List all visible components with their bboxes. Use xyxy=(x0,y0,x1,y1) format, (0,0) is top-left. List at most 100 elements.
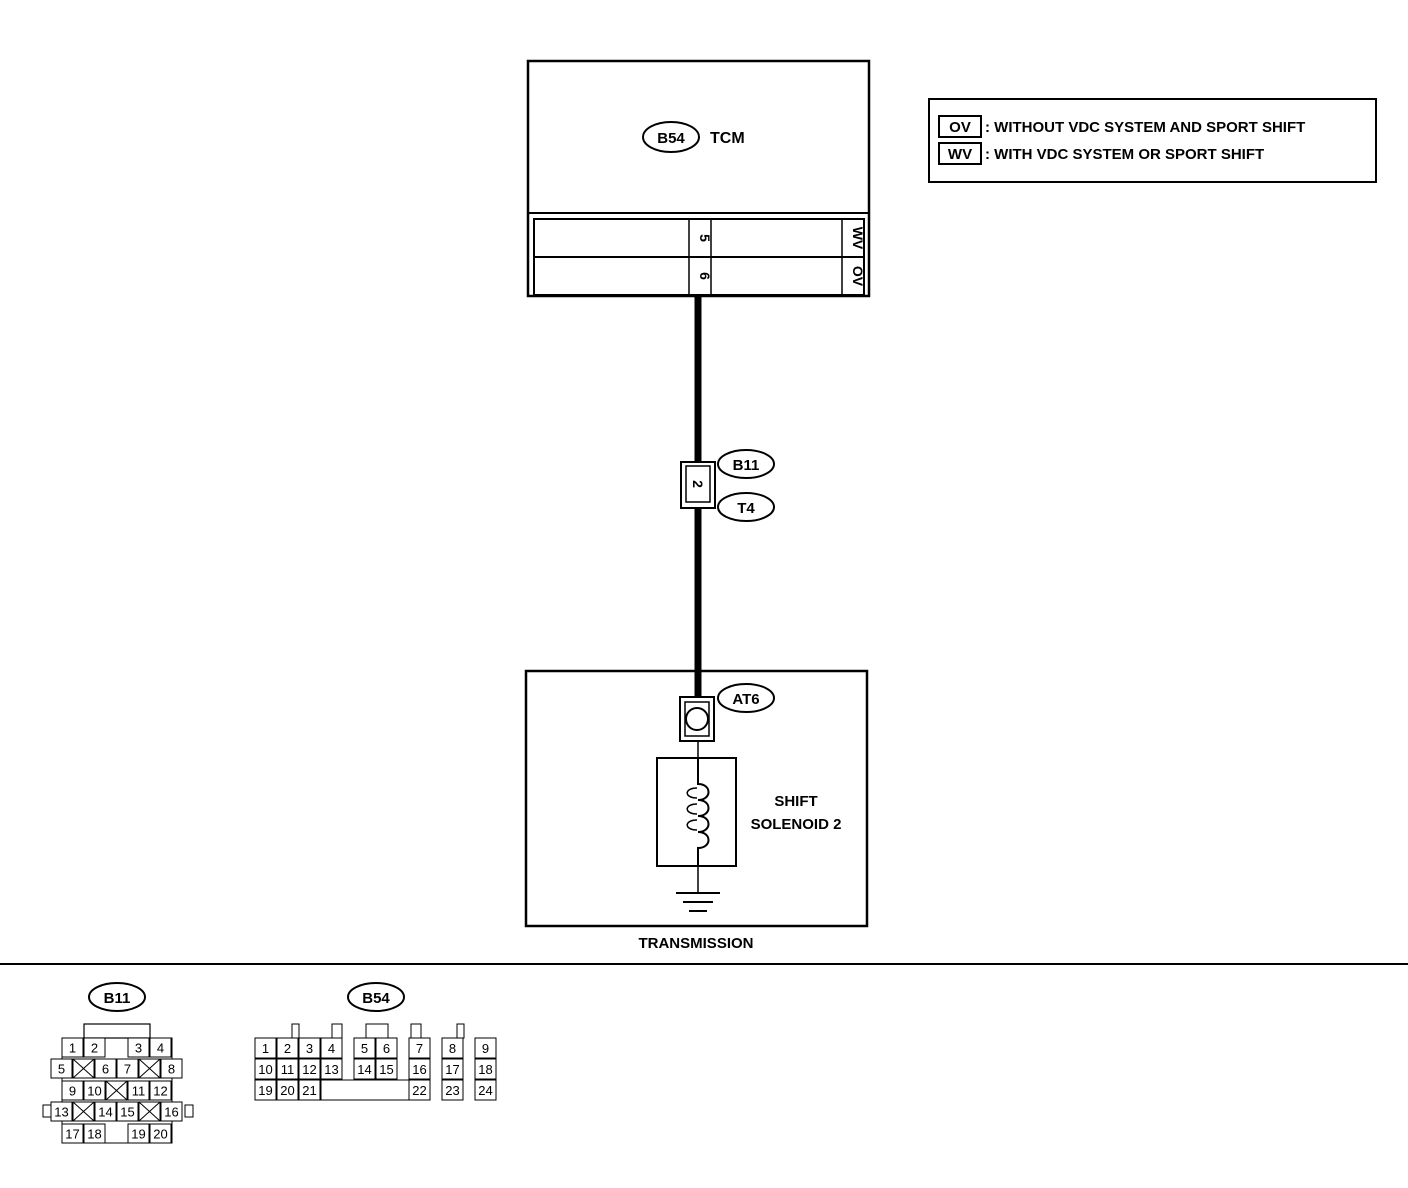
b54-pin-2-label: 2 xyxy=(284,1041,291,1056)
b54-pin-1-label: 1 xyxy=(262,1041,269,1056)
tcm-tag-wv: WV xyxy=(850,227,866,250)
b54-pin-19-cell xyxy=(254,1079,277,1101)
b11-pin-9-label: 9 xyxy=(69,1084,76,1099)
b54-view-title: B54 xyxy=(362,990,390,1007)
b54-pin-22-cell xyxy=(408,1079,431,1101)
tcm-label: TCM xyxy=(710,130,745,147)
legend-wv-code: WV xyxy=(948,146,972,163)
b54-pin-10-label: 10 xyxy=(258,1062,272,1077)
b11-pin-19-label: 19 xyxy=(131,1127,145,1142)
b11-pin-18-cell xyxy=(83,1123,106,1144)
b11-pin-16-cell xyxy=(160,1101,183,1122)
b11-pin-19-cell xyxy=(127,1123,150,1144)
b11-pin-17-cell xyxy=(61,1123,84,1144)
b11-pin-3-label: 3 xyxy=(135,1041,142,1056)
b54-pin-2-cell xyxy=(276,1037,299,1059)
b11-pin-2-cell xyxy=(83,1037,106,1058)
b54-pin-24-label: 24 xyxy=(478,1083,492,1098)
tcm-unit: B54 TCM 5 6 WV OV xyxy=(526,59,871,298)
b11-pin-5-label: 5 xyxy=(58,1062,65,1077)
b54-pin-14-cell xyxy=(353,1058,376,1080)
b11-pin-20-cell xyxy=(149,1123,172,1144)
b11-pin-4-cell xyxy=(149,1037,172,1058)
b54-pin-6-cell xyxy=(375,1037,398,1059)
b54-pin-6-label: 6 xyxy=(383,1041,390,1056)
b11-pin-10-label: 10 xyxy=(87,1084,101,1099)
at6-terminal xyxy=(685,707,709,731)
b54-pin-15-cell xyxy=(375,1058,398,1080)
b54-badge xyxy=(642,121,700,153)
b54-pin-7-label: 7 xyxy=(416,1041,423,1056)
b54-pin-4-cell xyxy=(320,1037,343,1059)
solenoid-label-2: SOLENOID 2 xyxy=(751,816,842,833)
transmission-unit: AT6 SHIFT SOLENOID 2 xyxy=(524,669,869,928)
b11-pin-8-cell xyxy=(160,1058,183,1079)
b54-pin-5-cell xyxy=(353,1037,376,1059)
b54-pin-15-label: 15 xyxy=(379,1062,393,1077)
b11-pin-7-cell xyxy=(116,1058,139,1079)
b11-pin-1-label: 1 xyxy=(69,1041,76,1056)
b54-pin-22-label: 22 xyxy=(412,1083,426,1098)
mid-connector-pin: 2 xyxy=(690,480,706,488)
b54-pin-23-cell xyxy=(441,1079,464,1101)
b11-pin-16-label: 16 xyxy=(164,1105,178,1120)
solenoid-label-1: SHIFT xyxy=(774,793,817,810)
b54-pin-18-cell xyxy=(474,1058,497,1080)
b11-pin-3-cell xyxy=(127,1037,150,1058)
b54-pin-8-label: 8 xyxy=(449,1041,456,1056)
b54-pin-8-cell xyxy=(441,1037,464,1059)
b54-pin-19-label: 19 xyxy=(258,1083,272,1098)
b11-pin-10-cell xyxy=(83,1080,106,1101)
b11-pin-6-cell xyxy=(94,1058,117,1079)
b11-pin-1-cell xyxy=(61,1037,84,1058)
b54-pin-11-label: 11 xyxy=(281,1062,295,1077)
b11-label: B11 xyxy=(733,457,760,474)
b11-pin-15-label: 15 xyxy=(120,1105,134,1120)
solenoid-box xyxy=(656,757,737,867)
b54-pin-21-label: 21 xyxy=(302,1083,316,1098)
b54-pin-3-label: 3 xyxy=(306,1041,313,1056)
legend-ov-code: OV xyxy=(949,119,971,136)
b54-pin-10-cell xyxy=(254,1058,277,1080)
b54-pin-21-cell xyxy=(298,1079,321,1101)
b54-pin-14-label: 14 xyxy=(357,1062,371,1077)
b11-pin-13-label: 13 xyxy=(54,1105,68,1120)
b54-pin-12-label: 12 xyxy=(302,1062,316,1077)
b54-pin-16-cell xyxy=(408,1058,431,1080)
b11-pin-5-cell xyxy=(50,1058,73,1079)
b54-pin-9-cell xyxy=(474,1037,497,1059)
b11-pin-11-label: 11 xyxy=(132,1084,146,1099)
b54-pin-24-cell xyxy=(474,1079,497,1101)
b54-pin-18-label: 18 xyxy=(478,1062,492,1077)
b54-pin-1-cell xyxy=(254,1037,277,1059)
b54-pin-17-label: 17 xyxy=(445,1062,459,1077)
b11-pin-18-label: 18 xyxy=(87,1127,101,1142)
b11-pin-15-cell xyxy=(116,1101,139,1122)
b11-pin-2-label: 2 xyxy=(91,1041,98,1056)
b11-pin-13-cell xyxy=(50,1101,73,1122)
legend-ov-text: : WITHOUT VDC SYSTEM AND SPORT SHIFT xyxy=(985,119,1305,136)
b54-pin-9-label: 9 xyxy=(482,1041,489,1056)
b54-pin-13-label: 13 xyxy=(324,1062,338,1077)
t4-badge xyxy=(717,492,775,522)
b54-pin-23-label: 23 xyxy=(445,1083,459,1098)
at6-label: AT6 xyxy=(732,691,759,708)
b11-pin-11-cell xyxy=(127,1080,150,1101)
mid-connector: 2 B11 T4 xyxy=(680,449,775,522)
b54-pin-16-label: 16 xyxy=(412,1062,426,1077)
ground-icon xyxy=(676,892,720,912)
b54-pin-7-cell xyxy=(408,1037,431,1059)
b11-pin-14-label: 14 xyxy=(98,1105,112,1120)
b54-pin-3-cell xyxy=(298,1037,321,1059)
b11-pin-12-cell xyxy=(149,1080,172,1101)
b11-pin-4-label: 4 xyxy=(157,1041,164,1056)
b11-pin-14-cell xyxy=(94,1101,117,1122)
b11-pin-20-label: 20 xyxy=(153,1127,167,1142)
tcm-pin-6: 6 xyxy=(697,272,713,280)
b54-pin-17-cell xyxy=(441,1058,464,1080)
